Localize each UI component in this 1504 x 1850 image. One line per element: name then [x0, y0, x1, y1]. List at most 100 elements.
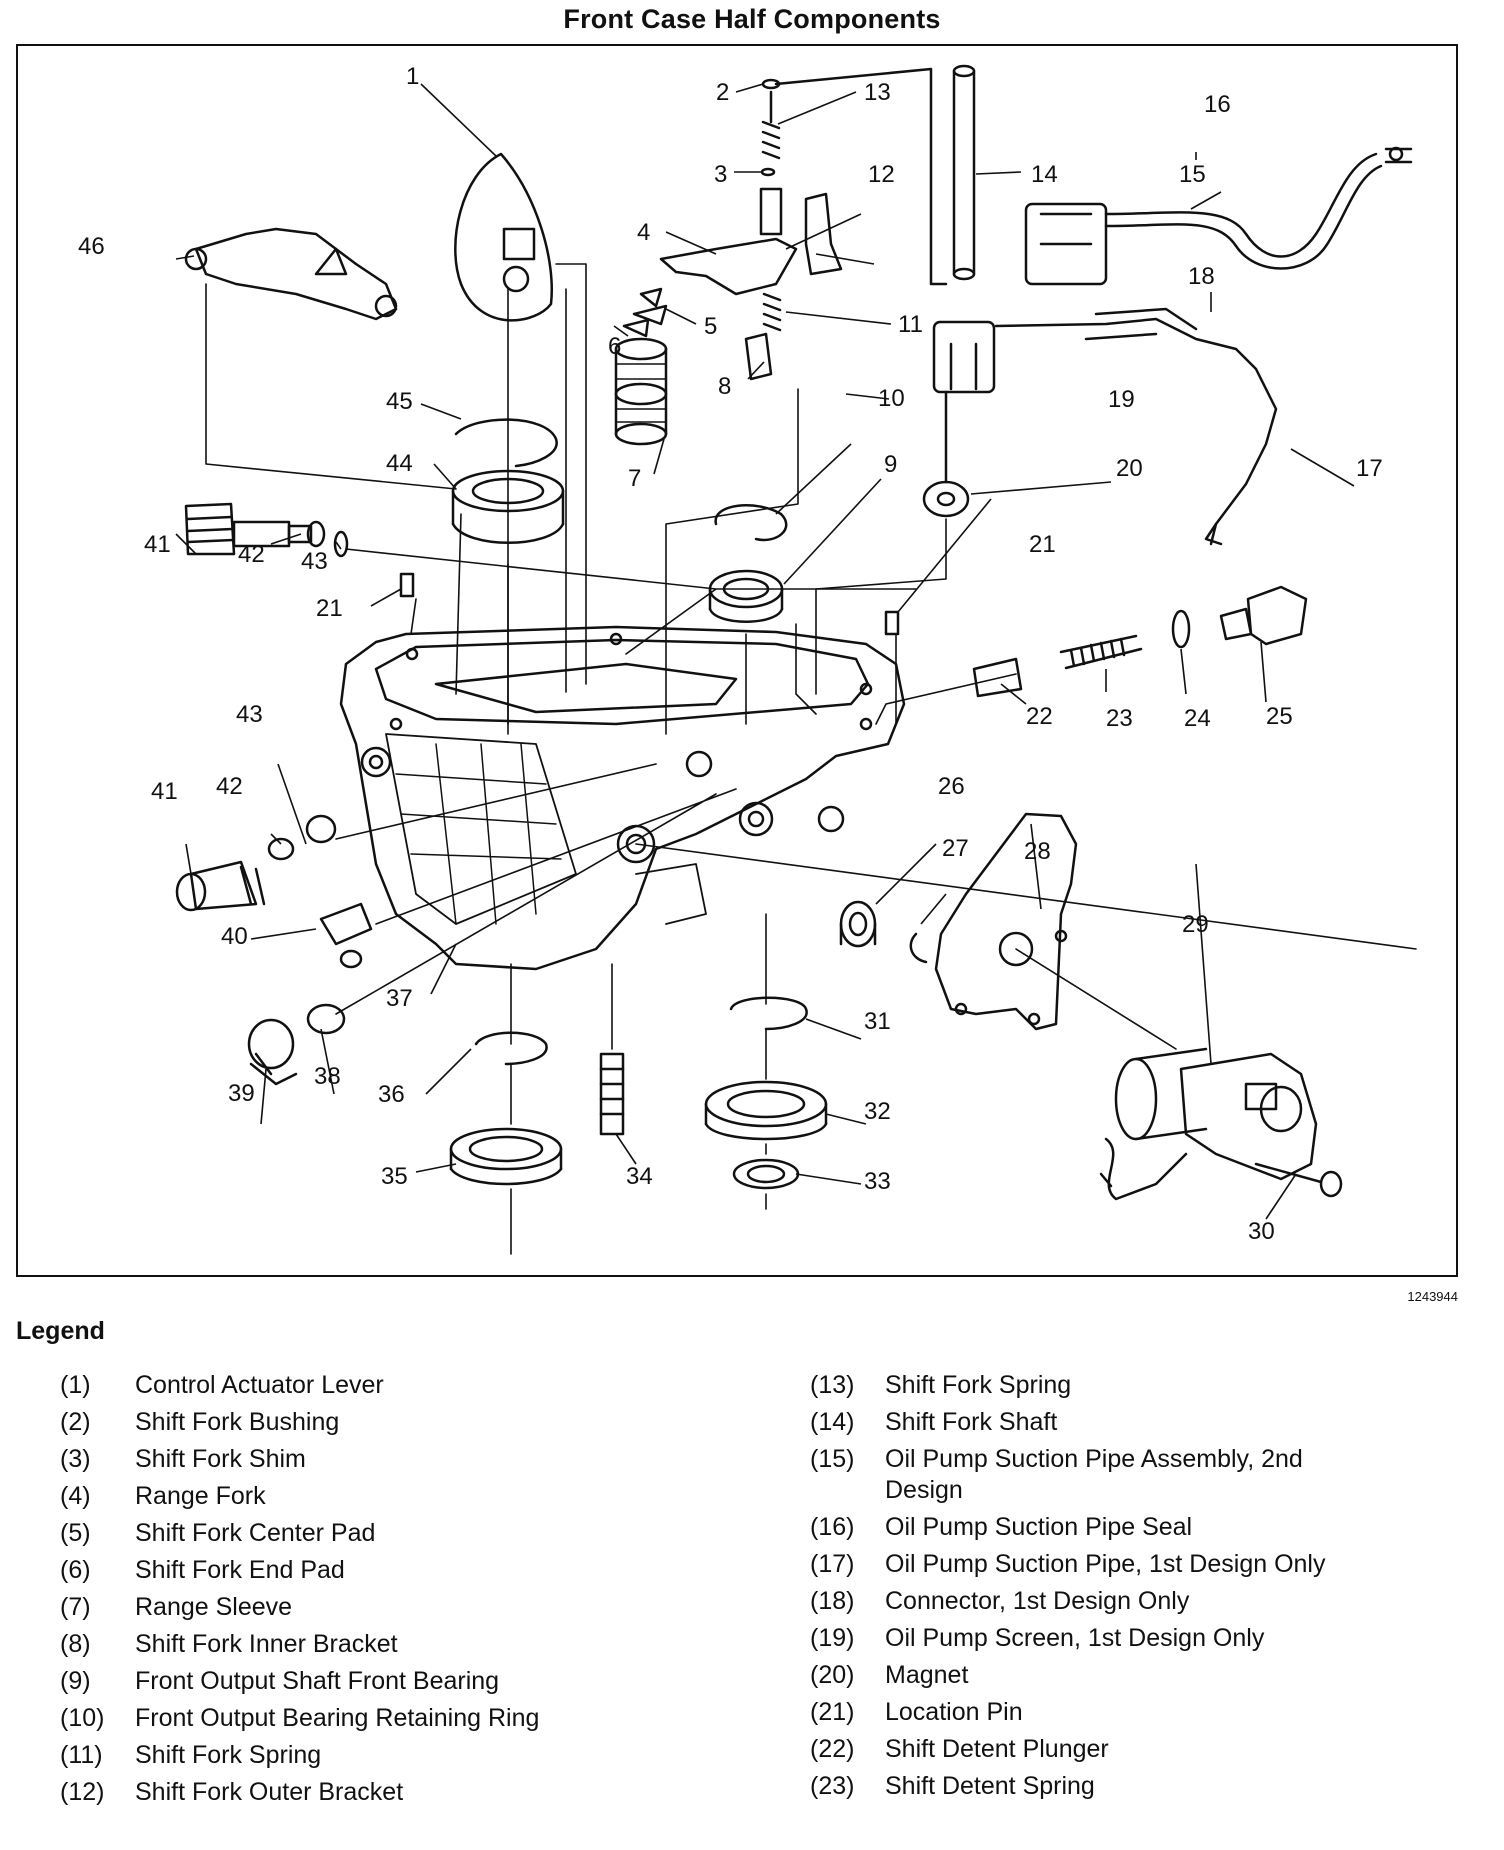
front-case-housing	[339, 625, 906, 971]
callout-34: 34	[626, 1163, 653, 1190]
legend-label: Range Sleeve	[135, 1593, 293, 1621]
legend-num: (5)	[60, 1519, 91, 1547]
callout-8: 8	[718, 373, 731, 400]
legend-label: Control Actuator Lever	[135, 1371, 384, 1399]
callout-35: 35	[381, 1163, 408, 1190]
legend-item: (9)Front Output Shaft Front Bearing	[60, 1666, 695, 1697]
legend-item: (1) Control Actuator Lever	[60, 1370, 695, 1401]
legend-label: Oil Pump Suction Pipe Assembly, 2nd Desi…	[885, 1445, 1303, 1504]
legend-num: (3)	[60, 1445, 91, 1473]
stud	[599, 1052, 625, 1136]
legend-num: (23)	[810, 1772, 855, 1800]
callout-33: 33	[864, 1168, 891, 1195]
legend-label: Shift Fork Shim	[135, 1445, 306, 1473]
legend-item: (21) Location Pin	[810, 1697, 1445, 1728]
legend-num: (15)	[810, 1445, 855, 1473]
callout-6: 6	[608, 333, 621, 360]
legend-label: Shift Detent Spring	[885, 1772, 1095, 1800]
callout-25: 25	[1266, 703, 1293, 730]
callout-10: 10	[878, 385, 905, 412]
callout-32: 32	[864, 1098, 891, 1125]
legend-label: Front Output Bearing Retaining Ring	[135, 1704, 540, 1732]
magnet	[922, 390, 970, 518]
legend-num: (9)	[60, 1667, 91, 1695]
callout-23: 23	[1106, 705, 1133, 732]
callout-27: 27	[942, 835, 969, 862]
legend-label: Shift Fork Spring	[135, 1741, 322, 1769]
shift-fork-pads	[622, 287, 773, 381]
legend-item: (7) Range Sleeve	[60, 1592, 695, 1623]
callout-labels: 1 2 13 3 12 14 16 15 18 4 46 5 6 11 8 19…	[78, 63, 1383, 1245]
callout-21b: 21	[316, 595, 343, 622]
legend-item: (18)Connector, 1st Design Only	[810, 1586, 1445, 1617]
legend-item: (6)Shift Fork End Pad	[60, 1555, 695, 1586]
callout-15: 15	[1179, 161, 1206, 188]
callout-26: 26	[938, 773, 965, 800]
callout-18: 18	[1188, 263, 1215, 290]
callout-44: 44	[386, 450, 413, 477]
callout-42b: 42	[216, 773, 243, 800]
callout-37: 37	[386, 985, 413, 1012]
legend-label: Shift Detent Plunger	[885, 1735, 1109, 1763]
legend-label: Shift Fork End Pad	[135, 1556, 345, 1584]
legend-num: (1)	[60, 1371, 91, 1399]
legend-num: (21)	[810, 1698, 855, 1726]
legend-title: Legend	[16, 1317, 105, 1345]
legend-label: Location Pin	[885, 1698, 1023, 1726]
shift-fork-shaft	[952, 64, 976, 281]
legend-label: Oil Pump Suction Pipe, 1st Design Only	[885, 1550, 1326, 1578]
encoder-motor	[1099, 1047, 1318, 1201]
legend-num: (20)	[810, 1661, 855, 1689]
oil-pump-suction-pipe-assembly	[1024, 146, 1413, 286]
callout-38: 38	[314, 1063, 341, 1090]
legend-item: (8) Shift Fork Inner Bracket	[60, 1629, 695, 1660]
plug-upper	[184, 502, 349, 558]
legend-label: Shift Fork Spring	[885, 1371, 1072, 1399]
callout-21a: 21	[1029, 531, 1056, 558]
range-sleeve	[614, 337, 668, 446]
seal-35	[449, 1031, 563, 1186]
callout-7: 7	[628, 465, 641, 492]
callout-45: 45	[386, 388, 413, 415]
legend-item: (19)Oil Pump Screen, 1st Design Only	[810, 1623, 1445, 1654]
legend-num: (8)	[60, 1630, 91, 1658]
legend-item: (11) Shift Fork Spring	[60, 1740, 695, 1771]
legend-num: (2)	[60, 1408, 91, 1436]
callout-20: 20	[1116, 455, 1143, 482]
legend-item: (2) Shift Fork Bushing	[60, 1407, 695, 1438]
callout-43a: 43	[301, 548, 328, 575]
legend-left-column: (1) Control Actuator Lever (2) Shift Fork …	[60, 1370, 695, 1814]
callout-29: 29	[1182, 911, 1209, 938]
legend-right-column: (13) Shift Fork Spring (14) Shift Fork Sha…	[810, 1370, 1445, 1808]
sensor	[247, 1003, 346, 1086]
legend-num: (13)	[810, 1371, 855, 1399]
bolt	[1254, 1162, 1343, 1198]
legend-num: (11)	[60, 1741, 103, 1769]
legend-item: (5)Shift Fork Center Pad	[60, 1518, 695, 1549]
legend-num: (7)	[60, 1593, 91, 1621]
callout-16: 16	[1204, 91, 1231, 118]
diagram-title: Front Case Half Components	[563, 4, 941, 34]
oil-pump-pipe-1st-design	[932, 307, 1278, 546]
legend-num: (22)	[810, 1735, 855, 1763]
callout-30: 30	[1248, 1218, 1275, 1245]
legend-num: (14)	[810, 1408, 855, 1436]
legend-label: Shift Fork Inner Bracket	[135, 1630, 398, 1658]
legend-num: (12)	[60, 1778, 105, 1806]
diagram-frame	[16, 44, 1458, 1277]
callout-41a: 41	[144, 531, 171, 558]
callout-4: 4	[637, 219, 650, 246]
callout-9: 9	[884, 451, 897, 478]
legend-num: (17)	[810, 1550, 855, 1578]
legend-item: (20)Magnet	[810, 1660, 1445, 1691]
vent	[319, 902, 373, 969]
legend-label: Shift Fork Bushing	[135, 1408, 340, 1436]
callout-24: 24	[1184, 705, 1211, 732]
legend-item: (14) Shift Fork Shaft	[810, 1407, 1445, 1438]
callout-12: 12	[868, 161, 895, 188]
callout-17: 17	[1356, 455, 1383, 482]
legend-item: (17) Oil Pump Suction Pipe, 1st Design On…	[810, 1549, 1445, 1580]
callout-3: 3	[714, 161, 727, 188]
legend-label: Shift Fork Shaft	[885, 1408, 1058, 1436]
exploded-parts-diagram: 1 2 13 3 12 14 16 15 18 4 46 5 6 11 8 19…	[78, 63, 1417, 1255]
